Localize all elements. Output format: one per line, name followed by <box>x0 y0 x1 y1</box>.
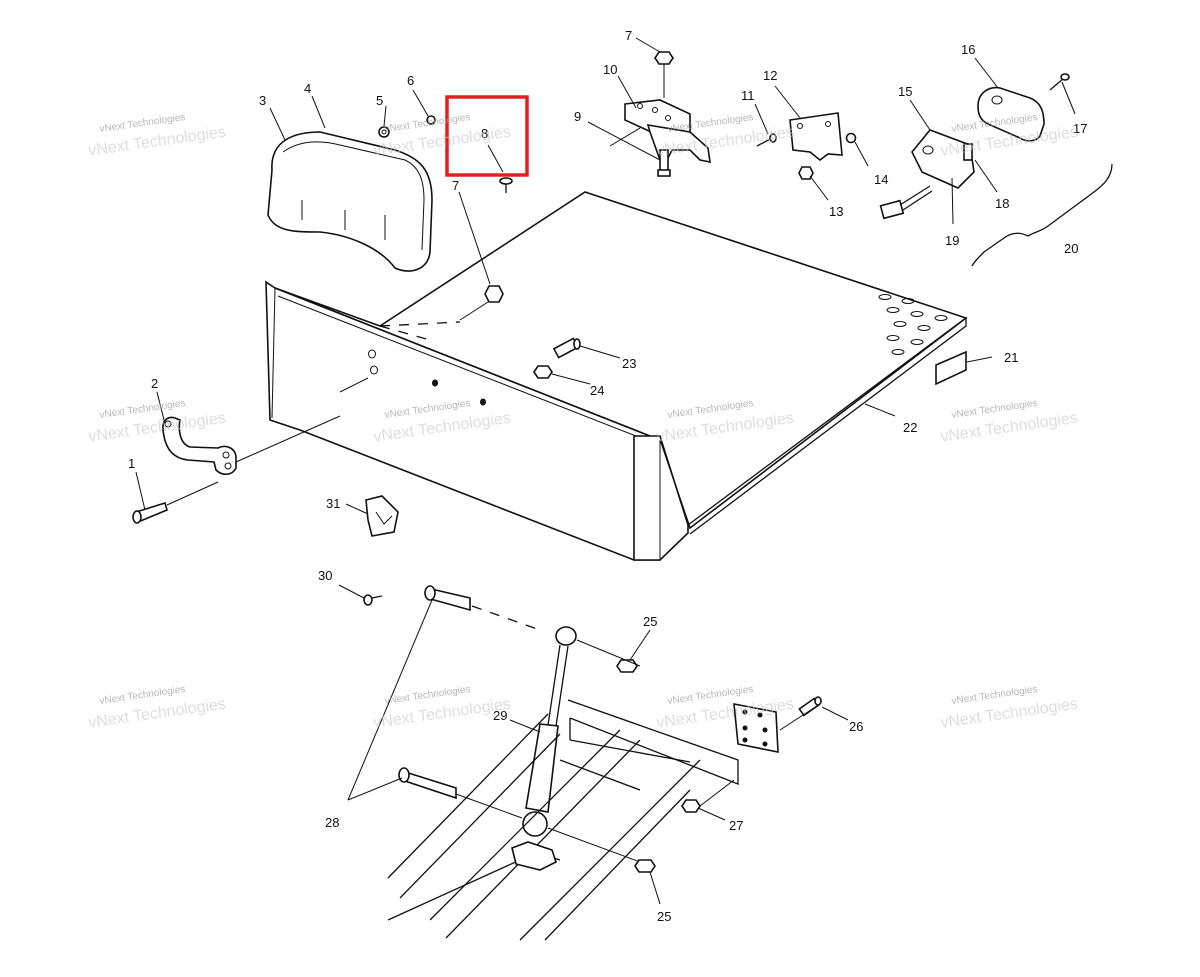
plate-bracket-12 <box>789 112 843 162</box>
diamond-plate-pattern <box>878 294 948 355</box>
callout-16: 16 <box>961 42 975 57</box>
callout-21: 21 <box>1004 350 1018 365</box>
harness-connector-19 <box>879 185 933 220</box>
leader-lines <box>135 37 1076 905</box>
nut-25-lower <box>634 859 656 873</box>
callout-8: 8 <box>481 126 488 141</box>
screw-11 <box>756 133 777 147</box>
callout-13: 13 <box>829 204 843 219</box>
tail-light-lens-16 <box>977 86 1045 142</box>
callout-29: 29 <box>493 708 507 723</box>
highlight-box-part-8 <box>445 95 529 177</box>
callout-28: 28 <box>325 815 339 830</box>
seat-back-cushion <box>267 131 433 272</box>
callout-9: 9 <box>574 109 581 124</box>
cargo-box-corner-post <box>633 435 689 561</box>
decal-21 <box>935 350 967 386</box>
callout-15: 15 <box>898 84 912 99</box>
callout-7-lower: 7 <box>452 178 459 193</box>
screw-1 <box>132 501 168 524</box>
nut-13 <box>798 166 814 180</box>
nut-7-upper <box>654 51 674 65</box>
callout-30: 30 <box>318 568 332 583</box>
callout-numbers: 1 2 3 4 5 6 7 7 8 9 10 11 12 13 14 15 16… <box>128 28 1087 924</box>
bolt-26 <box>798 696 822 717</box>
nut-25-upper <box>616 659 638 673</box>
vehicle-frame <box>387 699 739 941</box>
bolt-28-lower <box>398 767 457 800</box>
callout-2: 2 <box>151 376 158 391</box>
callout-11: 11 <box>741 88 755 103</box>
callout-25-upper: 25 <box>643 614 657 629</box>
callout-19: 19 <box>945 233 959 248</box>
callout-23: 23 <box>622 356 636 371</box>
callout-26: 26 <box>849 719 863 734</box>
nut-7-lower <box>484 285 504 303</box>
screw-17 <box>1049 73 1070 91</box>
callout-6: 6 <box>407 73 414 88</box>
callout-31: 31 <box>326 496 340 511</box>
bolt-28-upper <box>424 585 471 612</box>
callout-24: 24 <box>590 383 604 398</box>
nut-5 <box>378 126 390 138</box>
bolt-8 <box>499 177 513 193</box>
washer-6 <box>426 115 436 125</box>
callout-17: 17 <box>1073 121 1087 136</box>
callout-5: 5 <box>376 93 383 108</box>
bolt-30 <box>363 594 383 606</box>
nut-24 <box>533 365 553 379</box>
callout-10: 10 <box>603 62 617 77</box>
bolt-9 <box>657 149 671 177</box>
assembly-bracket-20 <box>971 163 1113 267</box>
callout-3: 3 <box>259 93 266 108</box>
hinge-plate <box>733 703 779 753</box>
callout-7-upper: 7 <box>625 28 632 43</box>
callout-1: 1 <box>128 456 135 471</box>
callout-22: 22 <box>903 420 917 435</box>
nut-14 <box>845 132 857 144</box>
nut-27 <box>681 799 701 813</box>
gas-strut-29 <box>522 626 577 837</box>
rivet-23 <box>552 337 581 359</box>
callout-4: 4 <box>304 81 311 96</box>
callout-18: 18 <box>995 196 1009 211</box>
cargo-box <box>265 191 968 561</box>
callout-25-lower: 25 <box>657 909 671 924</box>
latch-bracket-31 <box>365 495 399 537</box>
callout-14: 14 <box>874 172 888 187</box>
callout-27: 27 <box>729 818 743 833</box>
callout-12: 12 <box>763 68 777 83</box>
callout-20: 20 <box>1064 241 1078 256</box>
